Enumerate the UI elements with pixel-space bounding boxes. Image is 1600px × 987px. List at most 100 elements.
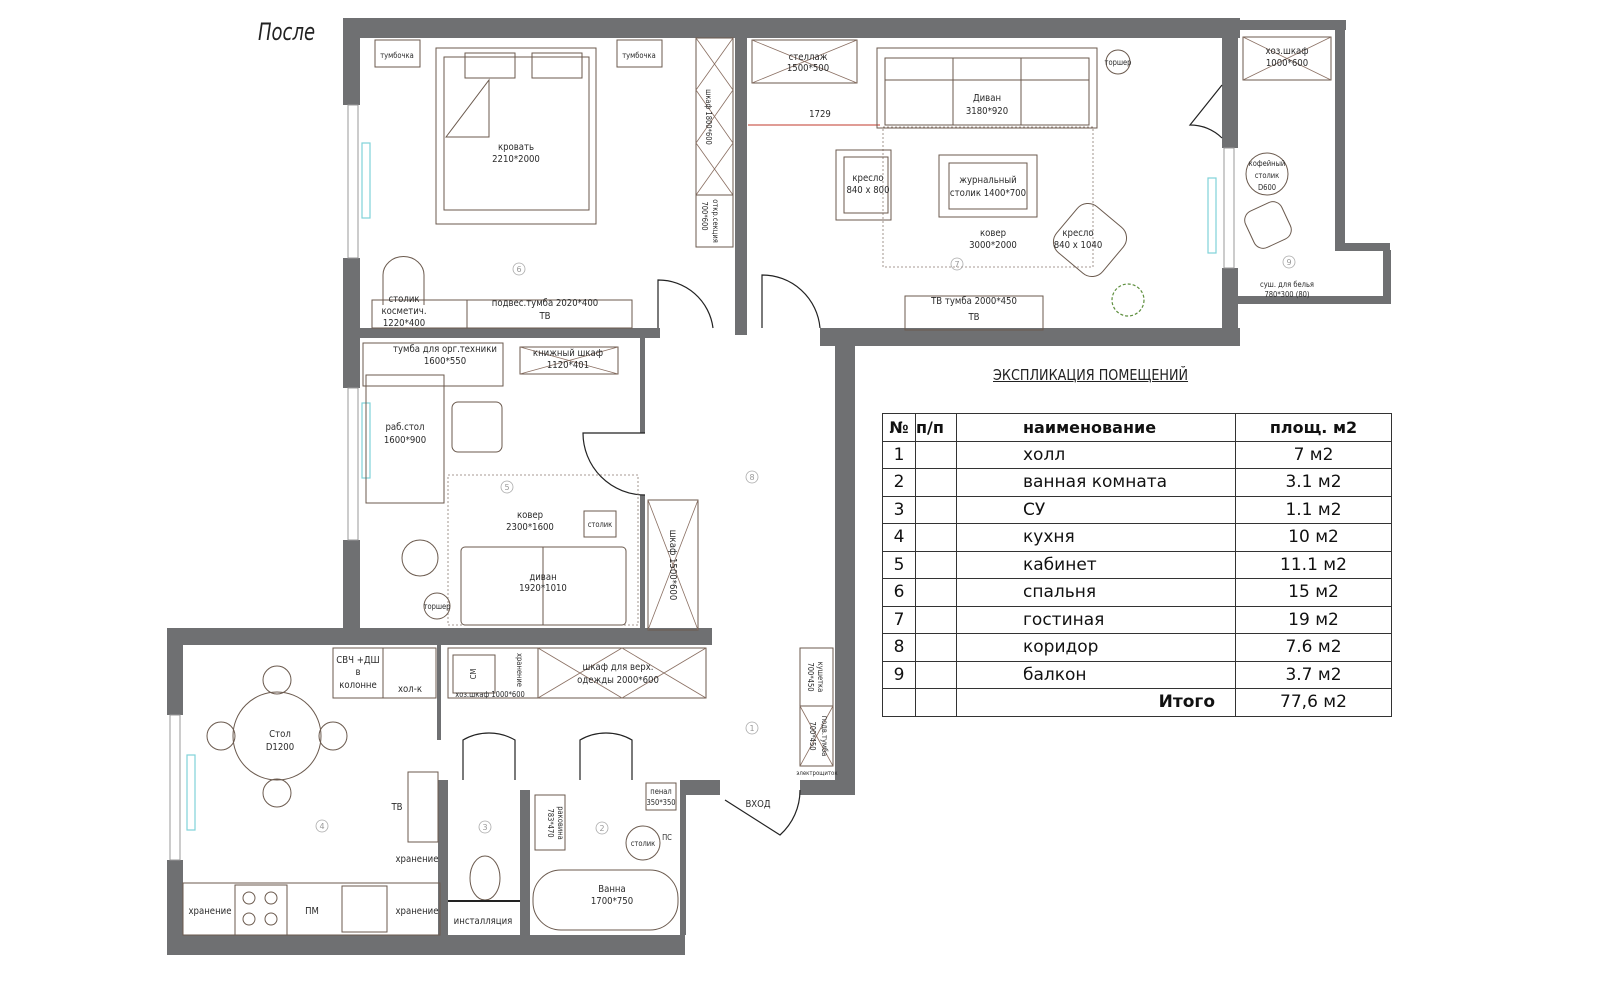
svg-text:колонне: колонне <box>339 680 377 691</box>
svg-text:шкаф 1800*600: шкаф 1800*600 <box>704 89 713 145</box>
svg-text:хранение: хранение <box>396 906 439 917</box>
explication-title: ЭКСПЛИКАЦИЯ ПОМЕЩЕНИЙ <box>993 366 1189 384</box>
svg-text:D600: D600 <box>1258 183 1276 192</box>
svg-text:8: 8 <box>749 473 754 482</box>
svg-text:1600*900: 1600*900 <box>384 435 426 446</box>
svg-text:стеллаж: стеллаж <box>789 52 828 63</box>
svg-text:хранение: хранение <box>189 906 232 917</box>
svg-text:кровать: кровать <box>498 142 534 153</box>
svg-text:кушетка: кушетка <box>816 662 825 693</box>
svg-text:1120*401: 1120*401 <box>547 360 589 371</box>
svg-text:в: в <box>355 667 360 678</box>
svg-text:пенал: пенал <box>650 787 671 796</box>
svg-text:столик: столик <box>388 294 419 305</box>
svg-text:1600*550: 1600*550 <box>424 356 466 367</box>
col-number: № <box>882 413 916 442</box>
svg-text:кресло: кресло <box>1062 228 1093 239</box>
svg-text:1500*500: 1500*500 <box>787 63 829 74</box>
walls <box>167 18 1391 955</box>
doors <box>462 84 1223 836</box>
svg-text:книжный шкаф: книжный шкаф <box>533 348 603 359</box>
svg-text:тумбочка: тумбочка <box>380 51 414 60</box>
svg-text:диван: диван <box>529 572 556 583</box>
svg-text:9: 9 <box>1286 258 1291 267</box>
svg-text:ТВ: ТВ <box>538 311 550 322</box>
svg-text:2300*1600: 2300*1600 <box>506 522 554 533</box>
svg-text:хол-к: хол-к <box>398 684 422 695</box>
plan-title: После <box>258 18 316 46</box>
svg-text:2210*2000: 2210*2000 <box>492 154 540 165</box>
col-pp: п/п <box>915 413 957 442</box>
svg-text:раб.стол: раб.стол <box>385 422 424 433</box>
svg-text:хранение: хранение <box>396 854 439 865</box>
svg-text:3: 3 <box>482 823 487 832</box>
svg-text:хранение: хранение <box>515 653 524 687</box>
wc: инсталляция 3 <box>448 820 520 927</box>
svg-text:шкаф 1500*600: шкаф 1500*600 <box>667 530 678 601</box>
col-area: площ. м2 <box>1235 413 1392 442</box>
svg-text:Ванна: Ванна <box>598 884 626 895</box>
table-header: № п/п наименование площ. м2 <box>882 413 1392 442</box>
svg-text:4: 4 <box>319 822 324 831</box>
svg-text:электрощиток: электрощиток <box>796 770 838 777</box>
svg-text:840 х 800: 840 х 800 <box>846 185 889 196</box>
svg-text:3180*920: 3180*920 <box>966 106 1008 117</box>
svg-text:суш. для белья: суш. для белья <box>1260 280 1314 289</box>
svg-text:1700*750: 1700*750 <box>591 896 633 907</box>
svg-text:700*450: 700*450 <box>806 662 815 691</box>
svg-text:7: 7 <box>954 260 959 269</box>
svg-text:откр.секция: откр.секция <box>711 199 720 243</box>
svg-text:хоз.шкаф: хоз.шкаф <box>1265 46 1308 57</box>
svg-text:D1200: D1200 <box>266 742 294 753</box>
svg-text:ТВ тумба 2000*450: ТВ тумба 2000*450 <box>930 296 1017 307</box>
svg-text:тумба для орг.техники: тумба для орг.техники <box>393 344 497 355</box>
svg-text:столик: столик <box>588 520 613 529</box>
svg-text:1729: 1729 <box>809 109 831 120</box>
svg-text:700*600: 700*600 <box>700 201 709 230</box>
svg-text:СВЧ +ДШ: СВЧ +ДШ <box>336 655 379 666</box>
svg-text:Стол: Стол <box>269 729 291 740</box>
svg-text:ТВ: ТВ <box>390 802 402 813</box>
svg-text:шкаф для верх.: шкаф для верх. <box>583 662 654 673</box>
svg-text:ПС: ПС <box>662 833 672 842</box>
svg-text:столик: столик <box>631 839 656 848</box>
svg-text:5: 5 <box>504 483 509 492</box>
svg-text:столик: столик <box>1255 171 1280 180</box>
col-name: наименование <box>956 413 1236 442</box>
svg-text:кофейный: кофейный <box>1249 159 1286 168</box>
svg-text:раковина: раковина <box>556 806 565 840</box>
svg-text:ПМ: ПМ <box>305 906 319 917</box>
svg-text:6: 6 <box>516 265 521 274</box>
svg-text:1: 1 <box>749 724 754 733</box>
svg-text:подвес.тумба 2020*400: подвес.тумба 2020*400 <box>492 298 598 309</box>
svg-text:3000*2000: 3000*2000 <box>969 240 1017 251</box>
svg-text:кресло: кресло <box>852 173 883 184</box>
svg-text:инсталляция: инсталляция <box>454 916 513 927</box>
svg-text:торшер: торшер <box>424 602 451 611</box>
svg-text:840 х 1040: 840 х 1040 <box>1054 240 1103 251</box>
svg-text:783*470: 783*470 <box>546 808 555 837</box>
svg-text:350*350: 350*350 <box>646 798 675 807</box>
svg-text:ВХОД: ВХОД <box>745 799 770 810</box>
svg-text:одежды 2000*600: одежды 2000*600 <box>577 675 659 686</box>
svg-text:2: 2 <box>599 824 604 833</box>
svg-text:1000*600: 1000*600 <box>1266 58 1308 69</box>
svg-text:косметич.: косметич. <box>381 306 426 317</box>
